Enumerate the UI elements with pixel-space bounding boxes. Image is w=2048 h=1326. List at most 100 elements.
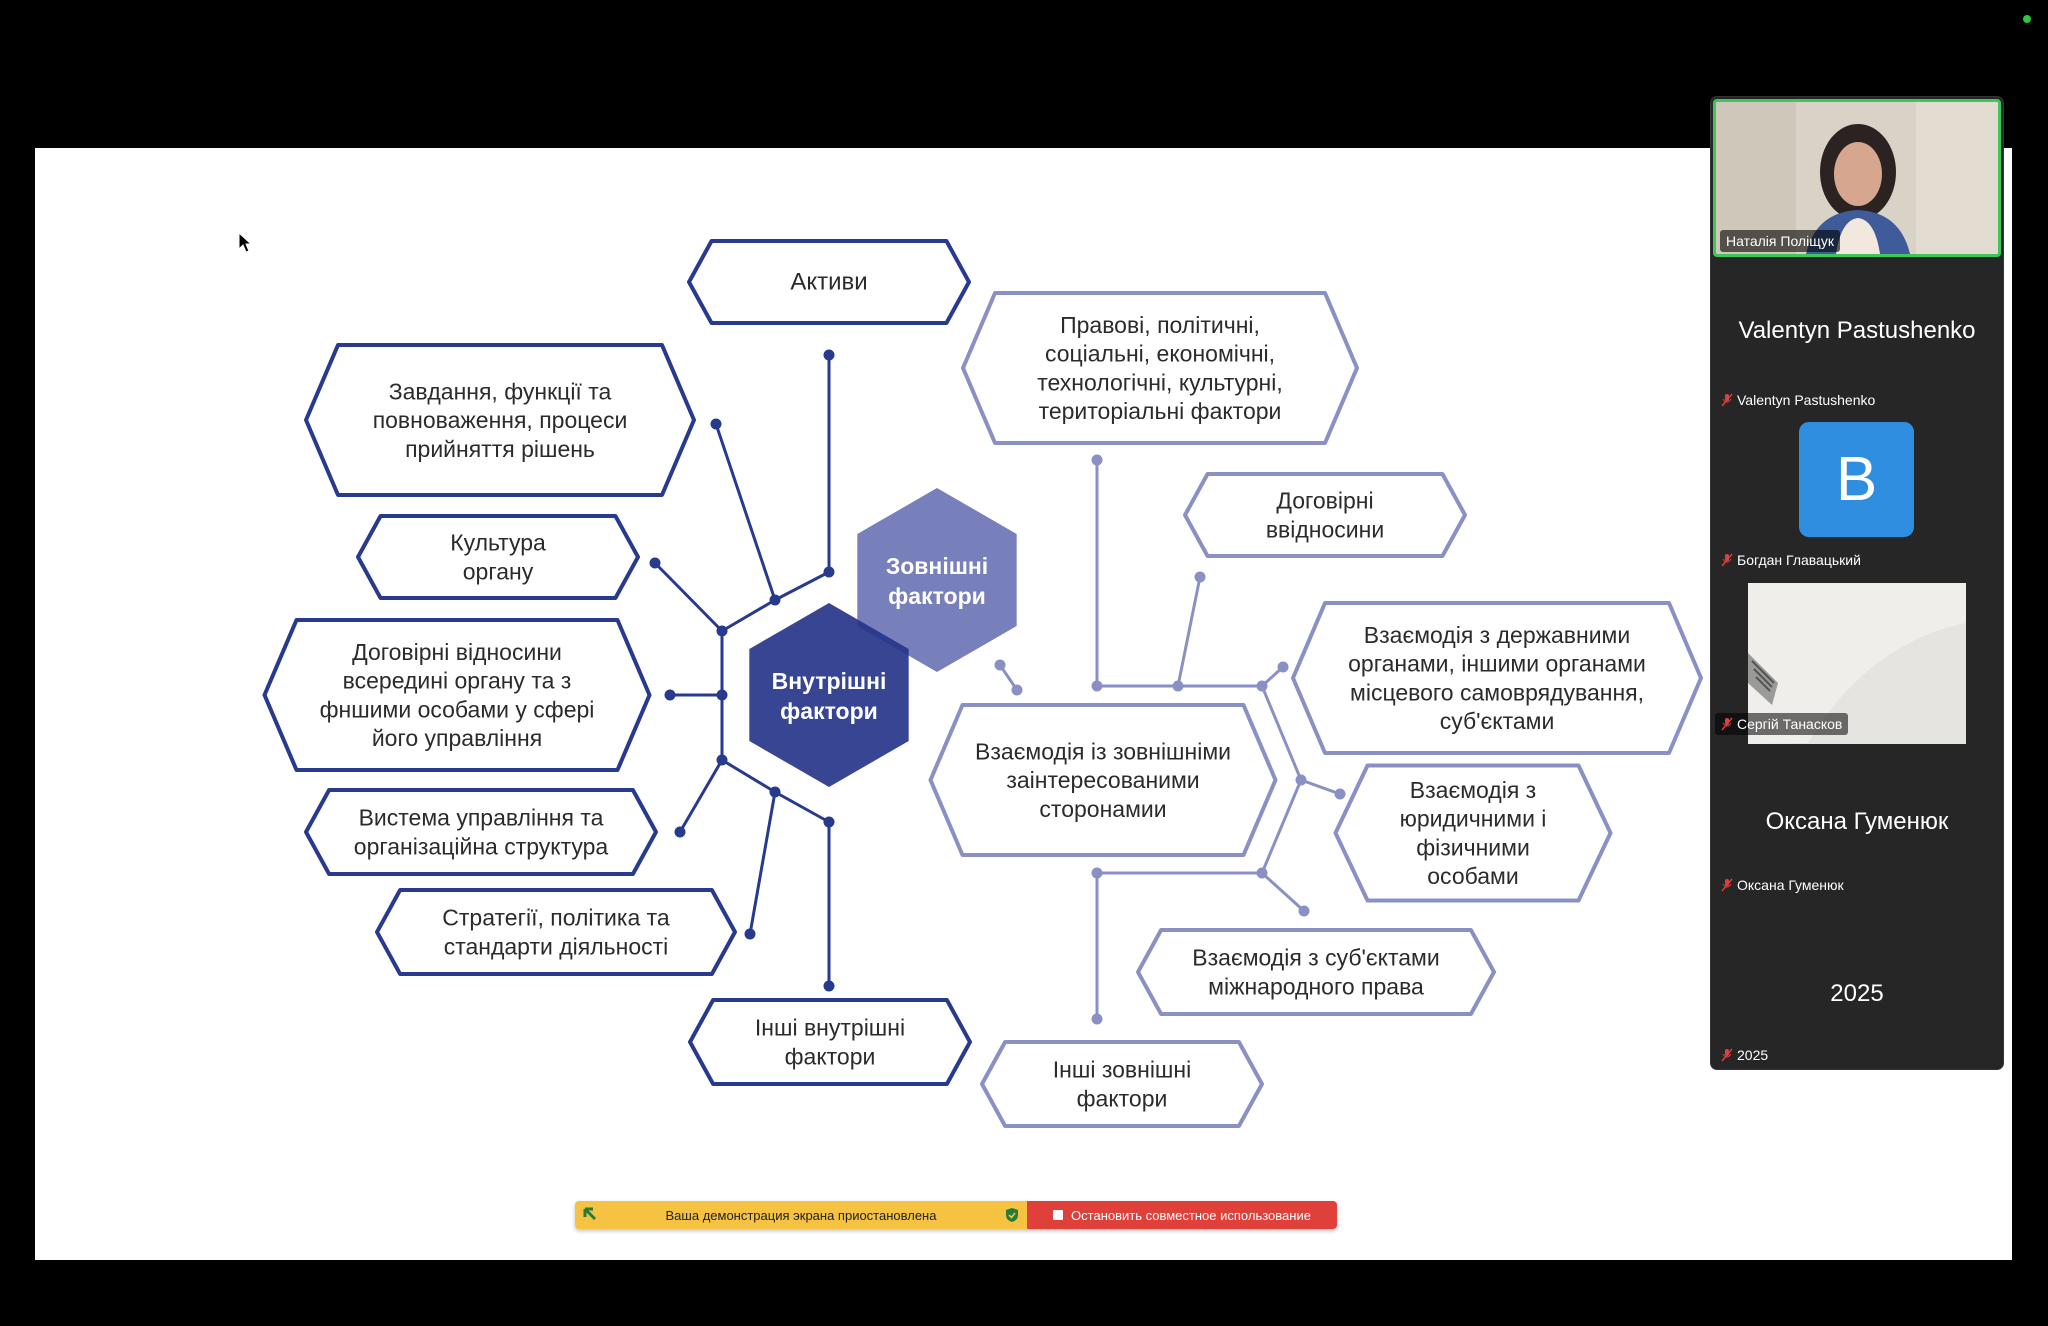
node-other-external-label: Інші зовнішні [1053, 1057, 1191, 1083]
node-strategy-box [375, 888, 737, 976]
node-culture-box [356, 514, 640, 600]
node-legal-persons-label: фізичними [1416, 834, 1530, 860]
participant-display-name: 2025 [1830, 980, 1884, 1007]
internal-factors-center-label: Внутрішні [772, 668, 887, 694]
serhii-video-frame [1748, 583, 1966, 744]
node-legal-persons-label: юридичними і [1400, 806, 1547, 832]
connector-dot [823, 349, 835, 361]
node-state-bodies-label: Взаємодія з державними [1364, 622, 1630, 648]
participant-tile-valentyn[interactable]: Valentyn Pastushenko Valentyn Pastushenk… [1711, 259, 2003, 421]
speaker-video-frame [1716, 102, 1998, 254]
node-tasks-box [304, 343, 696, 497]
connector-dot [710, 418, 722, 430]
node-culture-label: органу [463, 558, 534, 584]
node-contractual-label: ввідносини [1266, 516, 1384, 542]
participant-display-name: Оксана Гуменюк [1765, 808, 1949, 835]
node-stakeholders-label: сторонамии [1039, 796, 1166, 822]
connector-dot [1256, 680, 1268, 692]
connector-line [774, 570, 830, 602]
connector-dot [1194, 571, 1206, 583]
participant-tile-serhii[interactable]: Сергій Танасков [1711, 583, 2003, 745]
participants-panel: Наталія Поліщук Valentyn Pastushenko Val… [1711, 97, 2003, 1069]
node-state-bodies-label: місцевого самоврядування, [1350, 679, 1644, 705]
connector-line [714, 423, 777, 601]
participant-tile-2025[interactable]: 2025 2025 [1711, 907, 2003, 1069]
mic-muted-icon [1721, 878, 1733, 892]
mouse-cursor-icon [238, 232, 253, 253]
node-state-bodies-label: органами, іншими органами [1348, 651, 1646, 677]
top-frame [0, 0, 2048, 46]
connector-dot [994, 659, 1006, 671]
connector-dot [744, 928, 756, 940]
connector-dot [1256, 867, 1268, 879]
connector-dot [674, 826, 686, 838]
connector-dot [716, 754, 728, 766]
shield-check-icon [1006, 1208, 1018, 1222]
connector-dot [1091, 680, 1103, 692]
connector-dot [649, 557, 661, 569]
connector-dot [1011, 684, 1023, 696]
speaker-name-tag: Наталія Поліщук [1720, 230, 1841, 252]
connector-dot [1172, 680, 1184, 692]
stop-share-button[interactable]: Остановить совместное использование [1027, 1201, 1337, 1229]
internal-factors-center-label: фактори [780, 698, 878, 724]
mic-muted-icon [1721, 717, 1733, 731]
node-intl-law-label: Взаємодія з суб'єктами [1192, 945, 1439, 971]
participant-name-tag: Valentyn Pastushenko [1715, 389, 1881, 411]
participant-name-tag: Сергій Танасков [1715, 713, 1849, 735]
internal-factors-center-hexagon [749, 603, 909, 787]
participant-name-tag: Оксана Гуменюк [1715, 874, 1850, 896]
node-other-external-label: фактори [1077, 1085, 1168, 1111]
node-state-bodies-box [1291, 601, 1703, 755]
participant-name-tag: Богдан Главацький [1715, 549, 1867, 571]
node-contract-inner-label: фншими особами у сфері [320, 696, 595, 722]
avatar: B [1799, 422, 1914, 537]
connector-line [1260, 779, 1303, 874]
node-contractual-box [1183, 472, 1467, 558]
connector-dot [823, 980, 835, 992]
participant-name-tag: 2025 [1715, 1044, 1774, 1066]
connector-dot [1091, 1013, 1103, 1025]
connector-dot [664, 689, 676, 701]
share-arrow-icon [583, 1207, 597, 1221]
mic-muted-icon [1721, 1048, 1733, 1062]
stop-share-label: Остановить совместное использование [1071, 1207, 1311, 1223]
participant-display-name: Valentyn Pastushenko [1738, 317, 1976, 344]
node-tasks-label: прийняття рішень [405, 436, 595, 462]
connector-dot [1091, 454, 1103, 466]
participant-tile-bohdan[interactable]: B Богдан Главацький [1711, 421, 2003, 581]
node-stakeholders-label: Взаємодія із зовнішніми [975, 738, 1231, 764]
node-tasks-label: Завдання, функції та [389, 378, 612, 404]
node-assets-label: Активи [790, 269, 867, 296]
connector-dot [823, 816, 835, 828]
connector-dot [823, 566, 835, 578]
stop-icon [1053, 1210, 1064, 1220]
node-management-box [304, 788, 658, 876]
camera-indicator-icon [2023, 15, 2031, 23]
node-other-external-box [980, 1040, 1264, 1128]
connector-line [721, 758, 776, 794]
connector-line [1260, 871, 1306, 913]
node-other-internal-box [688, 998, 972, 1086]
connector-dot [716, 625, 728, 637]
share-paused-notice[interactable]: Ваша демонстрация экрана приостановлена [575, 1201, 1027, 1229]
connector-line [1176, 576, 1202, 687]
node-tasks-label: повноваження, процеси [373, 407, 628, 433]
node-contract-inner-label: Договірні відносини [352, 639, 562, 665]
external-factors-center-hexagon [857, 488, 1017, 672]
share-paused-text: Ваша демонстрация экрана приостановлена [665, 1207, 937, 1223]
external-factors-center-label: Зовнішні [886, 553, 988, 579]
participant-tile-oksana[interactable]: Оксана Гуменюк Оксана Гуменюк [1711, 745, 2003, 907]
connector-line [748, 791, 777, 935]
mic-muted-icon [1721, 393, 1733, 407]
connector-dot [769, 594, 781, 606]
node-intl-law-label: міжнародного права [1208, 973, 1424, 999]
connector-line [653, 561, 724, 633]
node-management-label: організаційна структура [354, 833, 609, 859]
node-legal-persons-label: Взаємодія з [1410, 777, 1536, 803]
connector-dot [1277, 661, 1289, 673]
node-contract-inner-label: всередині органу та з [343, 668, 572, 694]
node-pest-label: технологічні, культурні, [1037, 369, 1283, 395]
node-pest-label: соціальні, економічні, [1045, 341, 1275, 367]
video-tile-active-speaker[interactable]: Наталія Поліщук [1713, 99, 2001, 257]
